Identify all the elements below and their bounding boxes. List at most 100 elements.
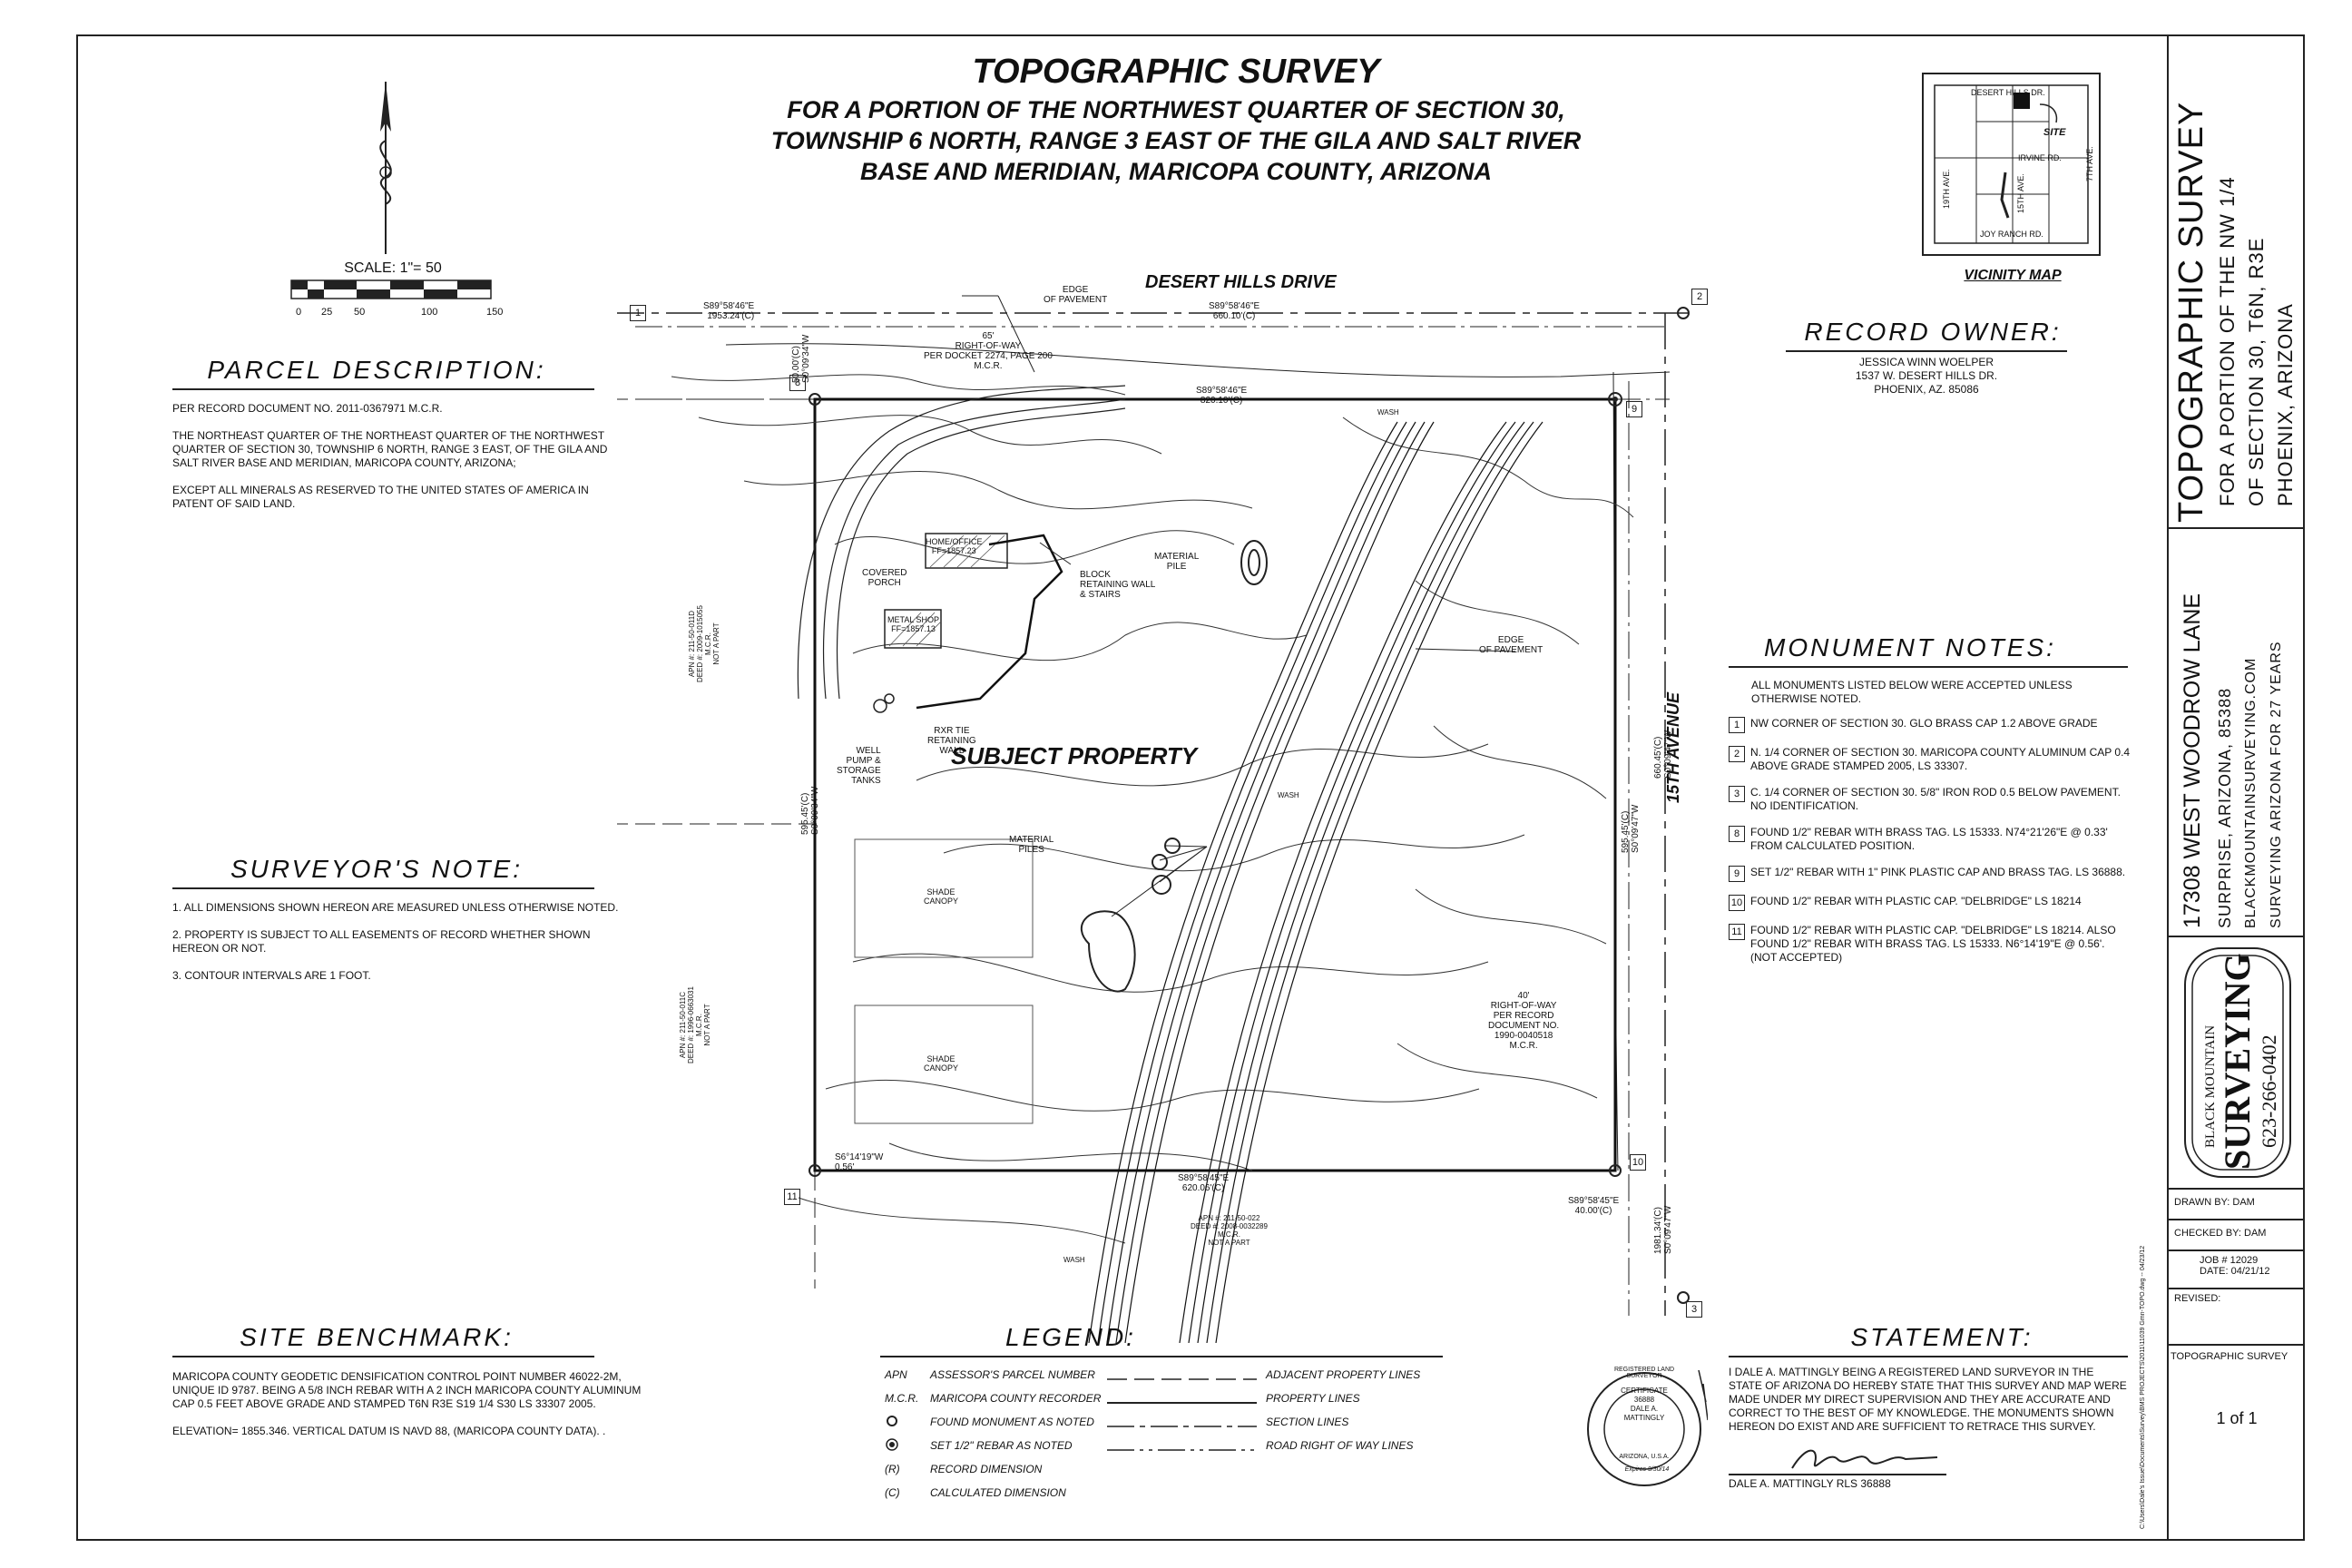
legend-row: (C)CALCULATED DIMENSION: [885, 1481, 1230, 1504]
row-east-label: 40' RIGHT-OF-WAY PER RECORD DOCUMENT NO.…: [1488, 991, 1560, 1051]
corner-number: 3: [1686, 1301, 1702, 1318]
monument-number: 1: [1729, 717, 1745, 733]
subtitle-line-3: BASE AND MERIDIAN, MARICOPA COUNTY, ARIZ…: [859, 158, 1492, 185]
legend-desc: FOUND MONUMENT AS NOTED: [930, 1416, 1094, 1428]
logo-main-text: SURVEYING: [2217, 953, 2258, 1170]
apn-west-2: APN #: 211-50-011C DEED #: 1996-0663031 …: [679, 986, 711, 1063]
bearing: S89°58'46"E: [1196, 386, 1248, 396]
statement-heading: STATEMENT:: [1850, 1323, 2034, 1351]
corner-number: 9: [1626, 401, 1642, 417]
scale-tick: 150: [486, 307, 504, 318]
wash-label: WASH: [1063, 1256, 1085, 1264]
legend-desc: ASSESSOR'S PARCEL NUMBER: [930, 1368, 1095, 1381]
north-arrow-icon: [379, 82, 392, 254]
scale-bar: [290, 279, 492, 299]
material-piles-label: MATERIAL PILES: [1009, 835, 1054, 855]
tb-company-info: 17308 WEST WOODROW LANE SURPRISE, ARIZON…: [2169, 529, 2305, 937]
parcel-heading: PARCEL DESCRIPTION:: [207, 356, 546, 384]
benchmark-heading: SITE BENCHMARK:: [240, 1323, 514, 1351]
tb-project-title: TOPOGRAPHIC SURVEY FOR A PORTION OF THE …: [2169, 34, 2305, 529]
legend-row: (R)RECORD DIMENSION: [885, 1457, 1230, 1481]
rxr-wall-label: RXR TIE RETAINING WALL: [927, 726, 976, 756]
file-path: C:\Users\Dale's Issue\Documents\Survey\B…: [2140, 1245, 2146, 1529]
distance: 40.00'(C): [1574, 1206, 1612, 1216]
legend-left: APN ASSESSOR'S PARCEL NUMBER M.C.R. MARICO…: [885, 1363, 1230, 1504]
monument-text: N. 1/4 CORNER OF SECTION 30. MARICOPA CO…: [1750, 746, 2131, 772]
tb-sub: OF SECTION 30, T6N, R3E: [2245, 237, 2268, 506]
legend-row: M.C.R. MARICOPA COUNTY RECORDER: [885, 1387, 1230, 1410]
signer-name: DALE A. MATTINGLY RLS 36888: [1729, 1477, 1891, 1490]
legend-abbr: (R): [885, 1463, 900, 1475]
tb-website: BLACKMOUNTAINSURVEYING.COM: [2243, 657, 2259, 928]
seal-name: DALE A.: [1630, 1405, 1659, 1413]
tb-title: TOPOGRAPHIC SURVEY: [2172, 101, 2210, 523]
subject-property-label: SUBJECT PROPERTY: [951, 742, 1198, 769]
bearing: S89°58'45"E: [1568, 1196, 1620, 1206]
corner-label-8: 8: [789, 375, 811, 391]
legend-heading: LEGEND:: [1005, 1323, 1136, 1351]
shade-canopy-label: SHADE CANOPY: [924, 887, 959, 906]
well-label: WELL PUMP & STORAGE TANKS: [837, 746, 881, 786]
tb-job-date: JOB # 12029 DATE: 04/21/12: [2169, 1251, 2305, 1288]
legend-desc: MARICOPA COUNTY RECORDER: [930, 1392, 1102, 1405]
parcel-rule: [172, 388, 594, 390]
surveyor-note-rule: [172, 887, 594, 889]
edge-pavement-label: EDGE OF PAVEMENT: [1479, 635, 1544, 655]
statement-rule: [1729, 1356, 2128, 1357]
survey-map: [617, 295, 1690, 1343]
bearing: S89°58'45"E: [1178, 1173, 1230, 1183]
scale-tick: 25: [321, 307, 333, 318]
tb-address: 17308 WEST WOODROW LANE: [2180, 593, 2205, 928]
legend-right: ADJACENT PROPERTY LINES PROPERTY LINES S…: [1266, 1363, 1447, 1457]
monument-text: NW CORNER OF SECTION 30. GLO BRASS CAP 1…: [1750, 717, 2098, 730]
parcel-description: PER RECORD DOCUMENT NO. 2011-0367971 M.C…: [172, 402, 608, 511]
drawing-subtitle: FOR A PORTION OF THE NORTHWEST QUARTER O…: [0, 94, 2352, 187]
corner-label-11: 11: [784, 1189, 806, 1205]
tb-city: SURPRISE, ARIZONA, 85388: [2216, 687, 2234, 928]
benchmark-para: MARICOPA COUNTY GEODETIC DENSIFICATION C…: [172, 1370, 642, 1410]
vicinity-map: [1922, 73, 2101, 256]
monument-number: 8: [1729, 826, 1745, 842]
parcel-para: THE NORTHEAST QUARTER OF THE NORTHEAST Q…: [172, 429, 608, 469]
legend-abbr: M.C.R.: [885, 1392, 919, 1405]
subtitle-line-2: TOWNSHIP 6 NORTH, RANGE 3 EAST OF THE GI…: [770, 127, 1582, 154]
vicinity-road-label: DESERT HILLS DR.: [1971, 88, 2045, 97]
benchmark-rule: [172, 1356, 594, 1357]
owner-address: 1537 W. DESERT HILLS DR.: [1855, 369, 1998, 382]
edge-pavement-label: EDGE OF PAVEMENT: [1044, 285, 1108, 305]
monument-number: 11: [1729, 924, 1745, 940]
corner-number: 1: [630, 305, 646, 321]
legend-row: FOUND MONUMENT AS NOTED: [885, 1410, 1230, 1434]
corner-number: 8: [789, 375, 806, 391]
tb-job: JOB # 12029: [2200, 1255, 2259, 1266]
legend-line-label: PROPERTY LINES: [1266, 1392, 1360, 1405]
title-block: TOPOGRAPHIC SURVEY FOR A PORTION OF THE …: [2167, 34, 2305, 1541]
seal-number: 36888: [1633, 1396, 1655, 1404]
monument-item: 11 FOUND 1/2" REBAR WITH PLASTIC CAP. "DE…: [1729, 924, 2132, 965]
shade-canopy-label: SHADE CANOPY: [924, 1054, 959, 1073]
note-item: 1. ALL DIMENSIONS SHOWN HEREON ARE MEASU…: [172, 901, 619, 914]
home-office-label: HOME/OFFICE FF=1857.23: [926, 537, 983, 555]
signature-icon: [1791, 1449, 1938, 1469]
scale-label: SCALE: 1"= 50: [344, 260, 442, 276]
metal-shop-label: METAL SHOP FF=1857.13: [887, 615, 940, 633]
record-owner-info: JESSICA WINN WOELPER 1537 W. DESERT HILL…: [1786, 356, 2067, 397]
legend-line-label: ADJACENT PROPERTY LINES: [1266, 1368, 1421, 1381]
corner-number: 10: [1630, 1154, 1646, 1171]
bearing: S89°58'46"E: [1209, 301, 1260, 311]
distance: 660.10'(C): [1212, 311, 1256, 321]
monument-text: FOUND 1/2" REBAR WITH PLASTIC CAP. "DELB…: [1750, 924, 2116, 964]
west-dimension: 595.45'(C) S0°09'34"W: [800, 786, 820, 835]
monument-notes-rule: [1729, 666, 2128, 668]
legend-abbr: APN: [885, 1368, 907, 1381]
scale-tick: 50: [354, 307, 366, 318]
road-desert-hills: DESERT HILLS DRIVE: [1145, 272, 1337, 292]
corner-label-1: 1: [630, 305, 652, 321]
legend-row: APN ASSESSOR'S PARCEL NUMBER: [885, 1363, 1230, 1387]
drawing-title: TOPOGRAPHIC SURVEY: [972, 53, 1380, 91]
distance: 620.06'(C): [1181, 1183, 1225, 1193]
